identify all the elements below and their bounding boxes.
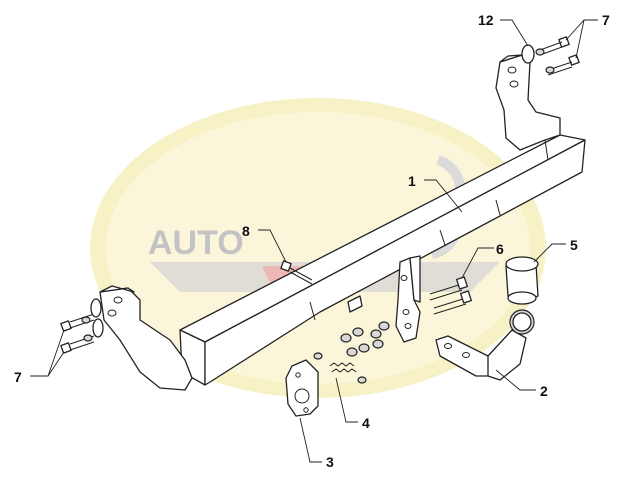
callout-leaders: [30, 19, 598, 463]
callout-8: 8: [242, 223, 250, 239]
callout-7-right: 7: [602, 12, 610, 28]
right-bracket-bolts: [521, 36, 580, 76]
callout-1: 1: [408, 173, 416, 189]
right-side-bracket: [495, 54, 561, 151]
callout-7-left: 7: [14, 369, 22, 385]
left-bracket-bolts: [60, 298, 104, 354]
socket-mounting-plate: [285, 359, 319, 417]
spring-washer-set: [313, 352, 367, 384]
ball-mount-flange: [395, 255, 421, 343]
callout-6: 6: [496, 241, 504, 257]
flange-nut-set: [340, 321, 390, 357]
tow-ball-neck: [435, 309, 535, 381]
beam-bolt: [280, 260, 313, 285]
callout-2: 2: [540, 383, 548, 399]
callout-labels: 1 2 3 4 5 6 7 7 8 12: [14, 12, 610, 470]
callout-3: 3: [326, 454, 334, 470]
callout-12: 12: [478, 12, 494, 28]
left-side-bracket: [99, 285, 193, 391]
flange-bolts: [429, 276, 472, 315]
callout-4: 4: [362, 415, 370, 431]
callout-5: 5: [570, 237, 578, 253]
tow-ball-cap: [505, 256, 539, 305]
watermark-text-primary: AUTO: [148, 224, 244, 262]
main-crossbeam: [179, 134, 586, 386]
